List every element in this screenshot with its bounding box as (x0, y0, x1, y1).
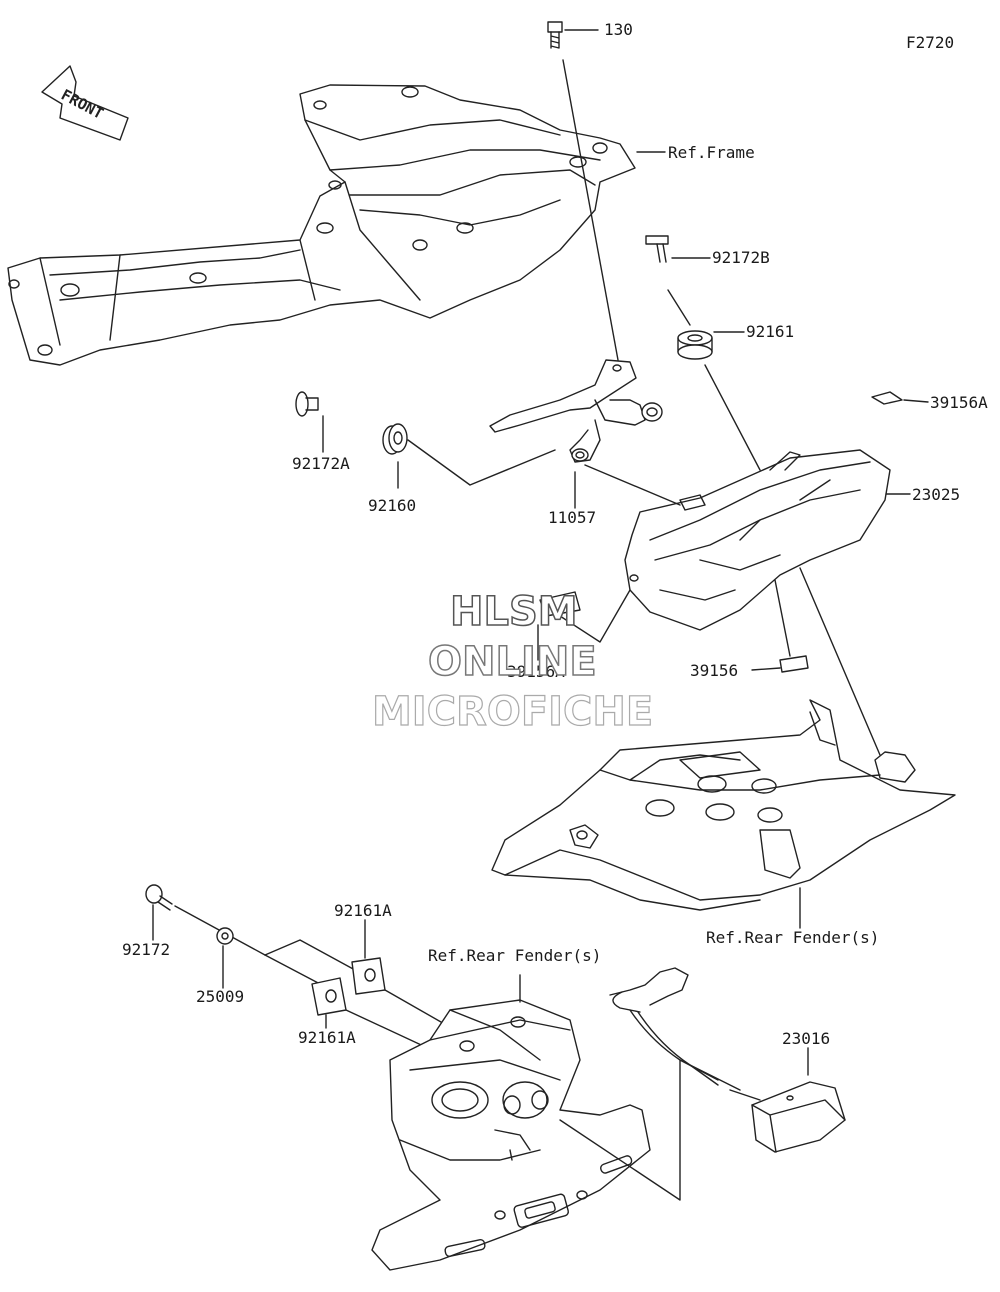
ref-rear-fender-label-1: Ref.Rear Fender(s) (706, 928, 880, 947)
part-label-39156A-top: 39156A (930, 393, 988, 412)
bracket-11057-drawing (489, 359, 663, 463)
axis-11057 (584, 464, 681, 506)
part-label-39156: 39156 (690, 661, 739, 680)
screw-92172A-icon (295, 391, 319, 417)
axis-92161 (704, 364, 761, 471)
washer-25009-icon (216, 927, 234, 945)
axis-92160 (407, 439, 556, 486)
license-light-23016-drawing (609, 967, 846, 1153)
watermark-line-2: ONLINE (427, 639, 597, 685)
grommet-92160-icon (382, 423, 408, 455)
part-label-92172A: 92172A (292, 454, 350, 473)
bolt-130-axis (562, 59, 619, 361)
part-label-92160: 92160 (368, 496, 417, 515)
part-label-23016: 23016 (782, 1029, 831, 1048)
axis-25009-b (264, 954, 323, 986)
label-39156-icon (779, 655, 809, 673)
license-bracket-drawing (371, 999, 651, 1271)
axis-23025-connector (799, 567, 881, 756)
watermark-line-1: HLSM (449, 589, 578, 635)
leader-39156A-top (903, 399, 929, 403)
part-label-92161: 92161 (746, 322, 795, 341)
axis-92172B (667, 289, 691, 326)
axis-39156 (774, 579, 791, 657)
part-label-92172: 92172 (122, 940, 171, 959)
label-39156A-icon (871, 391, 903, 405)
axis-25009-a (264, 939, 356, 971)
axis-92161A-bottom (345, 1009, 433, 1051)
part-label-11057: 11057 (548, 508, 597, 527)
part-label-25009: 25009 (196, 987, 245, 1006)
part-label-92161A-bottom: 92161A (298, 1028, 356, 1047)
label-39156A-mid-icon (539, 591, 581, 617)
part-label-130: 130 (604, 20, 633, 39)
part-label-39156A-mid: 39156A (507, 662, 565, 681)
tail-light-23025-drawing (624, 449, 891, 631)
part-label-23025: 23025 (912, 485, 961, 504)
grommet-92161-icon (677, 330, 713, 360)
screw-92172B-icon (645, 235, 669, 263)
part-label-92161A-top: 92161A (334, 901, 392, 920)
leader-39156A-mid (559, 589, 631, 643)
figure-code: F2720 (906, 33, 955, 52)
rear-fender-upper-drawing (491, 699, 956, 911)
bolt-130-icon (547, 21, 563, 49)
ref-frame-label: Ref.Frame (668, 143, 755, 162)
grommet-92161A-top-icon (351, 957, 386, 995)
leader-39156 (751, 667, 781, 671)
watermark-line-3: MICROFICHE (371, 689, 654, 735)
ref-rear-fender-label-2: Ref.Rear Fender(s) (428, 946, 602, 965)
front-arrow-icon: FRONT (41, 65, 129, 141)
screw-92172-icon (145, 884, 173, 911)
grommet-92161A-bottom-icon (311, 977, 347, 1016)
part-label-92172B: 92172B (712, 248, 770, 267)
frame-drawing (7, 84, 636, 366)
